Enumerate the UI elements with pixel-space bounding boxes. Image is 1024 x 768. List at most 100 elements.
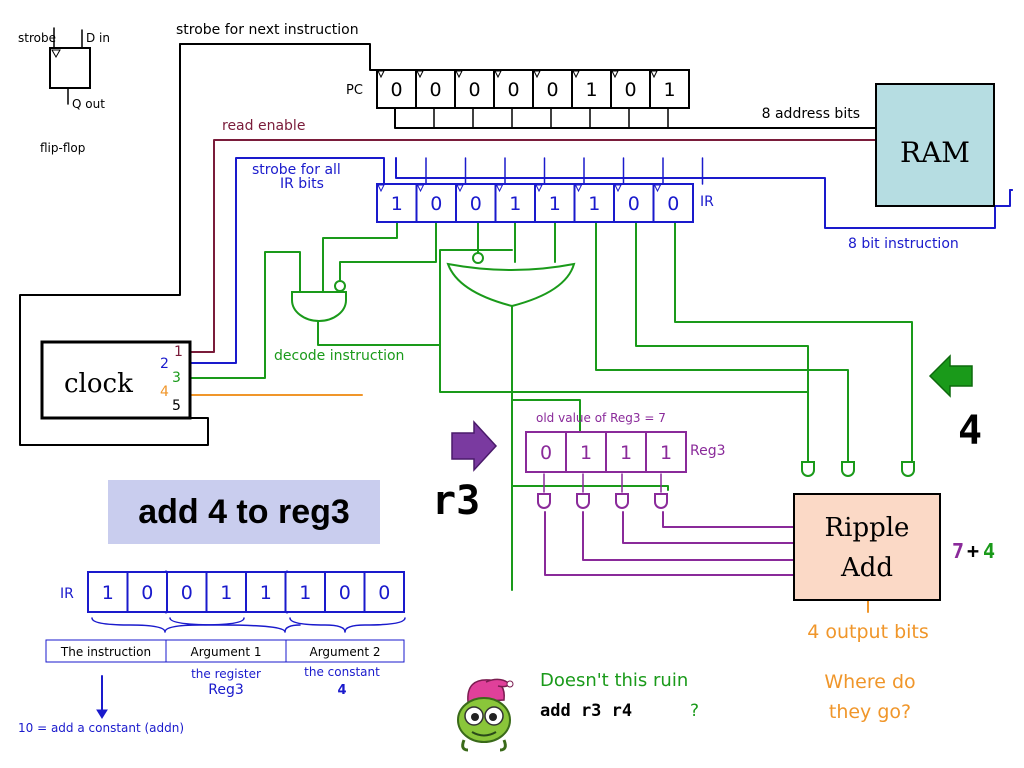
decode-ir-label: IR — [60, 586, 74, 602]
instruction-bus — [395, 157, 1013, 229]
decode-ir-bit: 1 — [299, 582, 311, 604]
strobe-marker — [614, 184, 622, 193]
decode-ir-cell — [363, 571, 405, 613]
pc-label: PC — [346, 83, 363, 98]
sum-line-1 — [662, 511, 796, 528]
reg3-bit: 0 — [540, 442, 552, 464]
read-enable-wire — [189, 139, 876, 353]
question-mark: ? — [690, 701, 699, 721]
clock-pin5-wire — [19, 43, 209, 446]
ripple-label-1: Ripple — [825, 513, 910, 543]
arg2-value: 4 — [337, 683, 346, 698]
sum-b: 4 — [983, 539, 995, 563]
ir-cell — [415, 183, 457, 223]
reg3-input-gate — [654, 493, 668, 509]
bracket-arg2 — [289, 617, 406, 633]
ir-bit: 1 — [391, 193, 403, 215]
reg3-label: Reg3 — [690, 443, 726, 459]
ir-bit: 1 — [549, 193, 561, 215]
ir-bit: 0 — [628, 193, 640, 215]
decode-ir-bit: 1 — [260, 582, 272, 604]
clock-pin-3: 3 — [172, 370, 181, 386]
reg3-bit: 1 — [620, 442, 632, 464]
ram-block — [875, 83, 995, 207]
reg3-input-gate — [615, 493, 629, 509]
pc-cell — [649, 69, 690, 109]
bracket-arg1 — [169, 617, 301, 633]
pc-bit: 0 — [546, 79, 558, 101]
ir-bit: 1 — [588, 193, 600, 215]
strobe-marker — [377, 184, 385, 193]
ir-strobe-label-2: IR bits — [280, 176, 324, 192]
reg3-bit: 1 — [580, 442, 592, 464]
ir-strobe-wire — [189, 157, 385, 364]
strobe-marker — [653, 184, 662, 193]
ir-cell — [613, 183, 655, 223]
sum-line-3 — [582, 511, 796, 561]
section-arg2-label: Argument 2 — [310, 645, 381, 659]
ram-label: RAM — [900, 136, 970, 169]
decode-output — [317, 249, 513, 346]
decode-ir-cell — [87, 571, 129, 613]
register-arrow-icon — [451, 420, 498, 472]
strobe-marker — [533, 70, 541, 79]
strobe-marker — [650, 70, 658, 79]
reg3-cell — [525, 431, 567, 473]
const-bit-1 — [595, 221, 849, 463]
pc-bit: 0 — [390, 79, 402, 101]
question-code: add r3 r4 — [540, 701, 632, 721]
decode-line-2 — [339, 221, 437, 283]
strobe-marker — [456, 184, 464, 193]
section-arg2 — [285, 639, 405, 663]
reg3-bit: 1 — [660, 442, 672, 464]
ir-bit: 0 — [470, 193, 482, 215]
opcode-arrow-head — [96, 709, 108, 719]
decode-ir-bit: 0 — [181, 582, 193, 604]
where-label-1: Where do — [824, 671, 915, 693]
const-bit-2 — [635, 221, 809, 393]
pc-bit: 0 — [429, 79, 441, 101]
flipflop-strobe-label: strobe — [18, 31, 56, 45]
strobe-marker — [416, 70, 424, 79]
strobe-marker — [455, 70, 463, 79]
reg3-bus-1 — [511, 399, 581, 441]
ir-bit: 1 — [509, 193, 521, 215]
decode-or-gate — [446, 262, 576, 308]
flipflop-d-label: D in — [86, 31, 110, 45]
strobe-marker — [572, 70, 580, 79]
ir-cell — [455, 183, 497, 223]
opcode-note: 10 = add a constant (addn) — [18, 721, 184, 735]
constant-value: 4 — [958, 408, 982, 454]
decode-ir-bit: 1 — [102, 582, 114, 604]
decode-ir-cell — [324, 571, 366, 613]
section-arg1-label: Argument 1 — [191, 645, 262, 659]
ripple-add-block — [793, 493, 941, 601]
question-line-1: Doesn't this ruin — [540, 670, 688, 691]
pc-bit: 0 — [507, 79, 519, 101]
flipflop-symbol — [49, 47, 91, 89]
decode-label: decode instruction — [274, 348, 404, 364]
pc-bit: 0 — [468, 79, 480, 101]
strobe-next-wire — [179, 43, 379, 71]
clock-block — [40, 340, 192, 420]
alien-mascot-icon — [457, 678, 514, 752]
reg3-cell — [645, 431, 687, 473]
strobe-marker — [535, 184, 543, 193]
pc-cell — [532, 69, 573, 109]
ir-bit: 0 — [430, 193, 442, 215]
clock-pin-2: 2 — [160, 356, 169, 372]
arg1-note: the register — [191, 667, 261, 681]
flipflop-caption: flip-flop — [40, 141, 85, 155]
decode-ir-cell — [166, 571, 208, 613]
flipflop-q-label: Q out — [72, 97, 105, 111]
decode-and-gate — [291, 291, 347, 322]
decode-ir-cell — [205, 571, 247, 613]
where-label-2: they go? — [829, 701, 911, 723]
reg3-enable — [511, 485, 669, 491]
reg3-input-gate — [537, 493, 551, 509]
pc-bit: 1 — [585, 79, 597, 101]
inverter-bubble — [472, 252, 484, 264]
clock-pin-5: 5 — [172, 398, 181, 414]
